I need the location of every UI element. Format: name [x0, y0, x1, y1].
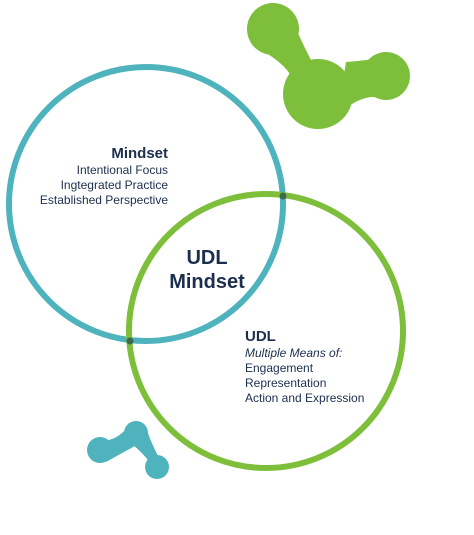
- mindset-text-block: Mindset Intentional Focus Ingtegrated Pr…: [40, 145, 168, 208]
- udl-text-block: UDL Multiple Means of: Engagement Repres…: [245, 328, 364, 406]
- udl-subheading: Multiple Means of:: [245, 346, 343, 360]
- green-molecule-icon: [247, 3, 410, 129]
- mindset-item-established-perspective: Established Perspective: [39, 193, 168, 207]
- mindset-heading: Mindset: [111, 145, 168, 162]
- center-label-line2: Mindset: [169, 271, 245, 293]
- udl-circle: [126, 191, 406, 471]
- center-label: UDL Mindset: [162, 246, 252, 294]
- mindset-circle: [6, 64, 286, 344]
- mindset-item-intentional-focus: Intentional Focus: [76, 163, 168, 177]
- center-label-line1: UDL: [186, 247, 228, 269]
- mindset-item-integrated-practice: Ingtegrated Practice: [60, 178, 168, 192]
- overlap-crossings: [126, 192, 287, 345]
- teal-molecule-icon: [87, 421, 169, 479]
- udl-item-representation: Representation: [245, 376, 327, 390]
- udl-item-engagement: Engagement: [245, 361, 314, 375]
- udl-heading: UDL: [245, 328, 276, 345]
- udl-item-action-expression: Action and Expression: [245, 391, 365, 405]
